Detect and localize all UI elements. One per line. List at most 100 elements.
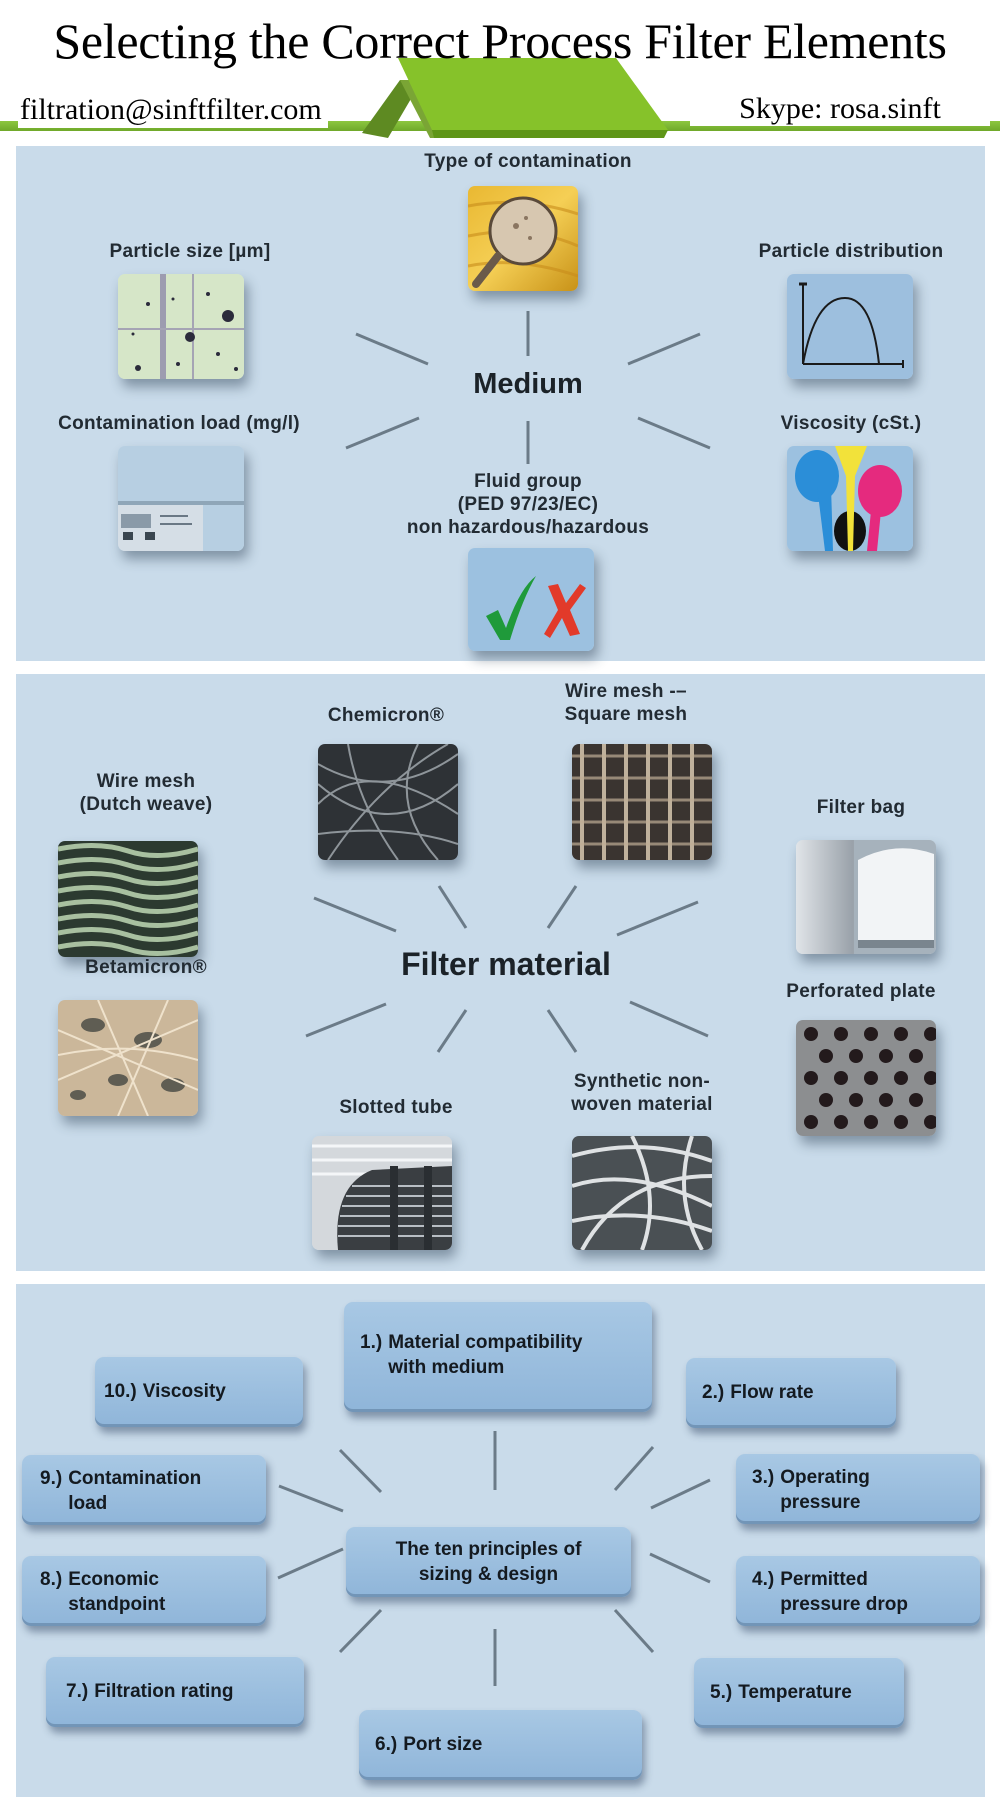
green-banner-decoration (362, 58, 668, 138)
factor-fluid-group-label: Fluid group (PED 97/23/EC) non hazardous… (378, 470, 678, 539)
principle-line: Port size (403, 1734, 483, 1755)
fiber-mesh-beige-icon (58, 1000, 198, 1116)
principle-number: 4.) (752, 1569, 775, 1590)
spoke-line (355, 332, 429, 366)
medium-panel: Medium Type of contamination Particle si… (16, 146, 985, 661)
spoke-line (436, 1009, 468, 1053)
principle-5-box: 5.) Temperature (694, 1658, 904, 1728)
principle-line: Economic (68, 1569, 159, 1590)
spoke-line (637, 416, 711, 450)
label-line: (Dutch weave) (79, 794, 213, 815)
paint-pour-icon (787, 446, 913, 551)
principle-number: 5.) (710, 1682, 733, 1703)
spoke-line (345, 416, 420, 450)
principle-3-box: 3.) Operating pressure (736, 1454, 980, 1524)
spoke-line (305, 1002, 387, 1038)
principle-number: 1.) (360, 1332, 383, 1353)
spoke-line (338, 1448, 383, 1494)
scale-icon (118, 446, 244, 551)
material-square-mesh-label: Wire mesh -– Square mesh (526, 680, 726, 726)
principle-4-box: 4.) Permitted pressure drop (736, 1556, 980, 1626)
principle-number: 8.) (40, 1569, 63, 1590)
spoke-line (629, 1000, 709, 1038)
distribution-curve-icon (787, 274, 913, 379)
material-perforated-plate-label: Perforated plate (786, 981, 936, 1002)
spoke-line (338, 1608, 383, 1654)
particle-sample-icon (118, 274, 244, 379)
principle-line: Permitted (780, 1569, 868, 1590)
page-title: Selecting the Correct Process Filter Ele… (53, 13, 947, 69)
filter-material-panel: Filter material Chemicron® Wire mesh -– … (16, 674, 985, 1271)
principle-2-box: 2.) Flow rate (686, 1358, 896, 1428)
principle-line: Operating (780, 1467, 870, 1488)
principle-line: Filtration rating (94, 1681, 234, 1702)
fiber-mesh-dark-icon (318, 744, 458, 860)
material-dutch-weave-label: Wire mesh (Dutch weave) (36, 770, 256, 816)
perforated-plate-icon (796, 1020, 936, 1136)
principle-line: pressure drop (780, 1594, 908, 1615)
spoke-line (613, 1608, 655, 1654)
label-line: Wire mesh -– (565, 681, 687, 702)
principle-7-box: 7.) Filtration rating (46, 1657, 304, 1727)
material-filter-bag-label: Filter bag (816, 797, 906, 818)
factor-particle-distribution-label: Particle distribution (758, 241, 944, 262)
spoke-line (613, 1446, 655, 1491)
material-betamicron-label: Betamicron® (85, 957, 207, 978)
material-slotted-tube-label: Slotted tube (339, 1097, 453, 1118)
material-chemicron-label: Chemicron® (327, 705, 445, 726)
spoke-line (546, 885, 578, 929)
square-mesh-icon (572, 744, 712, 860)
spoke-line (649, 1552, 711, 1584)
label-line: non hazardous/hazardous (406, 517, 650, 538)
factor-type-of-contamination-label: Type of contamination (424, 151, 632, 172)
filter-material-hub-label: Filter material (401, 946, 611, 982)
slotted-tube-icon (312, 1136, 452, 1250)
principle-9-box: 9.) Contamination load (22, 1455, 266, 1525)
principle-number: 6.) (375, 1734, 398, 1755)
principle-line: Contamination (68, 1468, 202, 1489)
principle-number: 9.) (40, 1468, 63, 1489)
principle-line: pressure (780, 1492, 861, 1513)
spoke-line (313, 896, 397, 933)
principle-number: 3.) (752, 1467, 775, 1488)
label-line: Wire mesh (96, 771, 196, 792)
principle-line: Viscosity (142, 1381, 226, 1402)
medium-hub-label: Medium (473, 368, 583, 400)
material-nonwoven-label: Synthetic non- woven material (542, 1070, 742, 1116)
principle-number: 10.) (104, 1381, 137, 1402)
spoke-line (278, 1484, 344, 1513)
principles-hub: The ten principles of sizing & design (346, 1527, 631, 1597)
label-line: Fluid group (474, 471, 582, 492)
contact-skype: Skype: rosa.sinft (690, 90, 990, 126)
magnifier-icon (468, 186, 578, 291)
factor-viscosity-label: Viscosity (cSt.) (780, 413, 922, 434)
principle-6-box: 6.) Port size (359, 1710, 642, 1780)
factor-particle-size-label: Particle size [µm] (109, 241, 271, 262)
factor-contamination-load-label: Contamination load (mg/l) (58, 413, 300, 434)
principle-line: with medium (388, 1357, 505, 1378)
dutch-weave-icon (58, 841, 198, 957)
spoke-line (546, 1009, 578, 1053)
spoke-line (627, 332, 701, 366)
principle-line: Flow rate (730, 1382, 814, 1403)
hub-line: sizing & design (418, 1564, 559, 1585)
label-line: woven material (571, 1094, 713, 1115)
check-cross-icon (468, 548, 594, 651)
label-line: (PED 97/23/EC) (457, 494, 599, 515)
contact-email[interactable]: filtration@sinftfilter.com (18, 92, 328, 128)
principle-line: Temperature (738, 1682, 852, 1703)
filter-bag-icon (796, 840, 936, 954)
spoke-line (616, 900, 699, 937)
principle-8-box: 8.) Economic standpoint (22, 1556, 266, 1626)
spoke-line (277, 1547, 344, 1580)
principle-line: load (68, 1493, 108, 1514)
hub-line: The ten principles of (395, 1539, 582, 1560)
principle-line: standpoint (68, 1594, 166, 1615)
label-line: Square mesh (564, 704, 688, 725)
principle-10-box: 10.) Viscosity (95, 1357, 303, 1427)
principles-panel: The ten principles of sizing & design 1.… (16, 1284, 985, 1797)
nonwoven-icon (572, 1136, 712, 1250)
principle-number: 2.) (702, 1382, 725, 1403)
label-line: Synthetic non- (573, 1071, 711, 1092)
